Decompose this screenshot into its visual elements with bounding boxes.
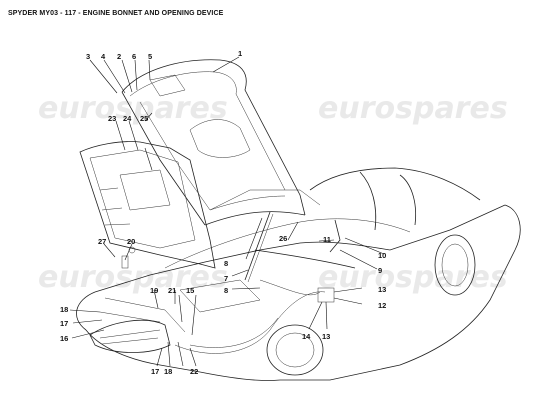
callout-label: 10	[378, 251, 386, 260]
car-body-drawing	[76, 167, 521, 381]
watermark: eurospares	[38, 260, 228, 295]
callout-label: 5	[148, 52, 152, 61]
callout-label: 17	[151, 367, 159, 376]
callout-label: 1	[238, 49, 242, 58]
callout-label: 17	[60, 319, 68, 328]
strut-and-cables-drawing	[99, 211, 341, 354]
callout-label: 7	[224, 274, 228, 283]
callout-label: 18	[164, 367, 172, 376]
callout-label: 8	[224, 259, 228, 268]
callout-label: 24	[123, 114, 132, 123]
raised-bonnet-drawing	[121, 59, 306, 226]
callout-label: 14	[302, 332, 311, 341]
callout-label: 11	[323, 235, 331, 244]
watermark: eurospares	[318, 91, 508, 126]
callout-label: 26	[279, 234, 287, 243]
callout-label: 13	[378, 285, 386, 294]
callout-label: 13	[322, 332, 330, 341]
callout-label: 3	[86, 52, 90, 61]
callout-label: 15	[186, 286, 194, 295]
callout-label: 12	[378, 301, 386, 310]
callout-label: 2	[117, 52, 121, 61]
callout-labels: 1 2 3 4 5 6 7 8 8 9 10 11 12 13 13 14 15…	[60, 49, 386, 376]
callout-label: 23	[108, 114, 116, 123]
callout-label: 18	[60, 305, 68, 314]
bonnet-lining-drawing	[79, 141, 216, 269]
watermark: eurospares	[38, 91, 228, 126]
watermark: eurospares	[318, 260, 508, 295]
callout-label: 4	[101, 52, 106, 61]
callout-label: 19	[150, 286, 158, 295]
callout-label: 25	[140, 114, 148, 123]
callout-label: 27	[98, 237, 106, 246]
callout-label: 9	[378, 266, 382, 275]
callout-label: 22	[190, 367, 198, 376]
watermark-group: eurospares eurospares eurospares eurospa…	[38, 91, 508, 295]
leader-lines	[69, 56, 385, 367]
callout-label: 16	[60, 334, 68, 343]
callout-label: 6	[132, 52, 136, 61]
page-title: SPYDER MY03 - 117 - ENGINE BONNET AND OP…	[8, 10, 224, 17]
callout-label: 20	[127, 237, 135, 246]
callout-label: 8	[224, 286, 228, 295]
callout-label: 21	[168, 286, 176, 295]
